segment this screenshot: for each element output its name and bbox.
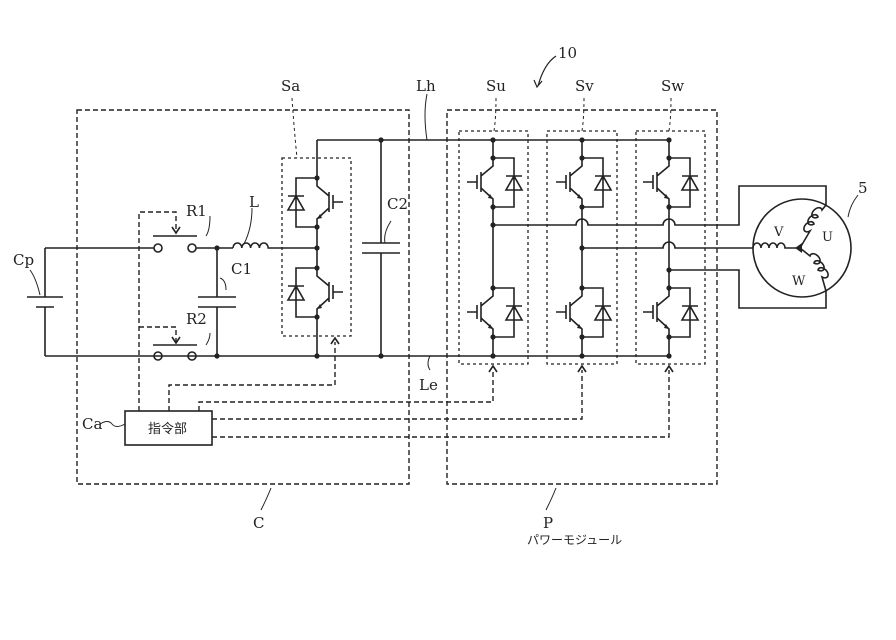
coil-V <box>752 242 800 249</box>
Sa-leader <box>291 97 298 159</box>
Su-upper-emitter-arrow <box>488 194 493 199</box>
control-line-Sw <box>212 370 670 438</box>
control-line-Sa <box>168 342 336 411</box>
Su-lower-igbt <box>467 288 494 337</box>
Sa-upper-diode <box>286 177 317 228</box>
label-R2: R2 <box>186 310 207 328</box>
junction-dot <box>579 245 585 251</box>
Sw-lower-igbt <box>643 288 670 337</box>
junction-dot <box>666 137 672 143</box>
label-Lh: Lh <box>416 77 436 95</box>
Sv-upper-diode <box>582 157 613 208</box>
label-C1: C1 <box>231 260 252 278</box>
battery-Cp <box>27 247 154 356</box>
box-Su <box>458 130 529 365</box>
motor-5 <box>752 198 852 298</box>
Sw-upper-diode <box>669 157 700 208</box>
Sv-lower-igbt <box>556 288 583 337</box>
Sa-upper-emitter-arrow <box>317 214 322 219</box>
junction-dot <box>666 267 672 273</box>
Sa-lower-diode <box>286 267 317 318</box>
junction-dot <box>314 245 320 251</box>
inductor-L <box>232 242 317 249</box>
junction-dot <box>490 137 496 143</box>
label-10: 10 <box>558 44 577 62</box>
box-C <box>76 109 410 485</box>
label-power-module: パワーモジュール <box>527 533 622 547</box>
Sa-lower-igbt <box>316 268 343 317</box>
coil-U <box>799 204 827 249</box>
relay-arrows <box>171 226 181 345</box>
junction-dot <box>579 137 585 143</box>
Sv-upper-emitter-arrow <box>577 194 582 199</box>
junction-dot <box>214 245 220 251</box>
Su-lower-diode <box>493 287 524 338</box>
junction-dot <box>378 353 384 359</box>
label-V: V <box>773 225 784 240</box>
label-P: P <box>543 514 553 532</box>
label-C2: C2 <box>387 195 408 213</box>
Sv-lower-diode <box>582 287 613 338</box>
junction-dot <box>579 353 585 359</box>
label-Sv: Sv <box>575 77 594 95</box>
label-W: W <box>792 274 806 289</box>
wire-V <box>582 241 753 249</box>
Sv-upper-igbt <box>556 158 583 207</box>
label-R1: R1 <box>186 202 207 220</box>
label-Su: Su <box>486 77 506 95</box>
Sv-lower-emitter-arrow <box>577 324 582 329</box>
neutral-point <box>795 243 802 253</box>
Su-upper-igbt <box>467 158 494 207</box>
relay-control-lines <box>138 211 177 411</box>
junction-dot <box>666 353 672 359</box>
Sa-upper-igbt <box>316 178 343 227</box>
label-U: U <box>822 230 833 245</box>
S-leaders <box>493 97 672 132</box>
label-L: L <box>249 193 259 211</box>
ref-10-arrow <box>533 55 557 89</box>
relay-R1 <box>153 235 233 253</box>
Sa-lower-emitter-arrow <box>317 304 322 309</box>
capacitor-C2 <box>362 140 400 356</box>
Sw-upper-igbt <box>643 158 670 207</box>
box-P-power-module <box>446 109 718 485</box>
label-5: 5 <box>858 179 868 197</box>
label-Ca: Ca <box>82 415 102 433</box>
control-arrows <box>330 336 674 373</box>
control-line-Sv <box>212 370 583 420</box>
leaders <box>29 93 859 511</box>
relay-R2 <box>153 344 197 361</box>
capacitor-C1 <box>198 248 236 356</box>
Sw-lower-emitter-arrow <box>664 324 669 329</box>
junction-dot <box>490 222 496 228</box>
Su-upper-diode <box>493 157 524 208</box>
junction-dot <box>314 353 320 359</box>
command-unit-text: 指令部 <box>148 422 187 437</box>
wire-U <box>493 185 827 226</box>
junction-dot <box>378 137 384 143</box>
junction-dot <box>490 353 496 359</box>
Sw-lower-diode <box>669 287 700 338</box>
label-Cp: Cp <box>13 251 34 269</box>
Sw-upper-emitter-arrow <box>664 194 669 199</box>
label-Le: Le <box>419 376 438 394</box>
label-C: C <box>253 514 264 532</box>
control-line-Su <box>198 370 494 411</box>
coil-W <box>799 247 829 292</box>
label-Sw: Sw <box>661 77 684 95</box>
box-Sa <box>281 157 352 337</box>
wire-W <box>669 269 827 309</box>
label-Sa: Sa <box>281 77 300 95</box>
junction-dot <box>214 353 220 359</box>
Su-lower-emitter-arrow <box>488 324 493 329</box>
